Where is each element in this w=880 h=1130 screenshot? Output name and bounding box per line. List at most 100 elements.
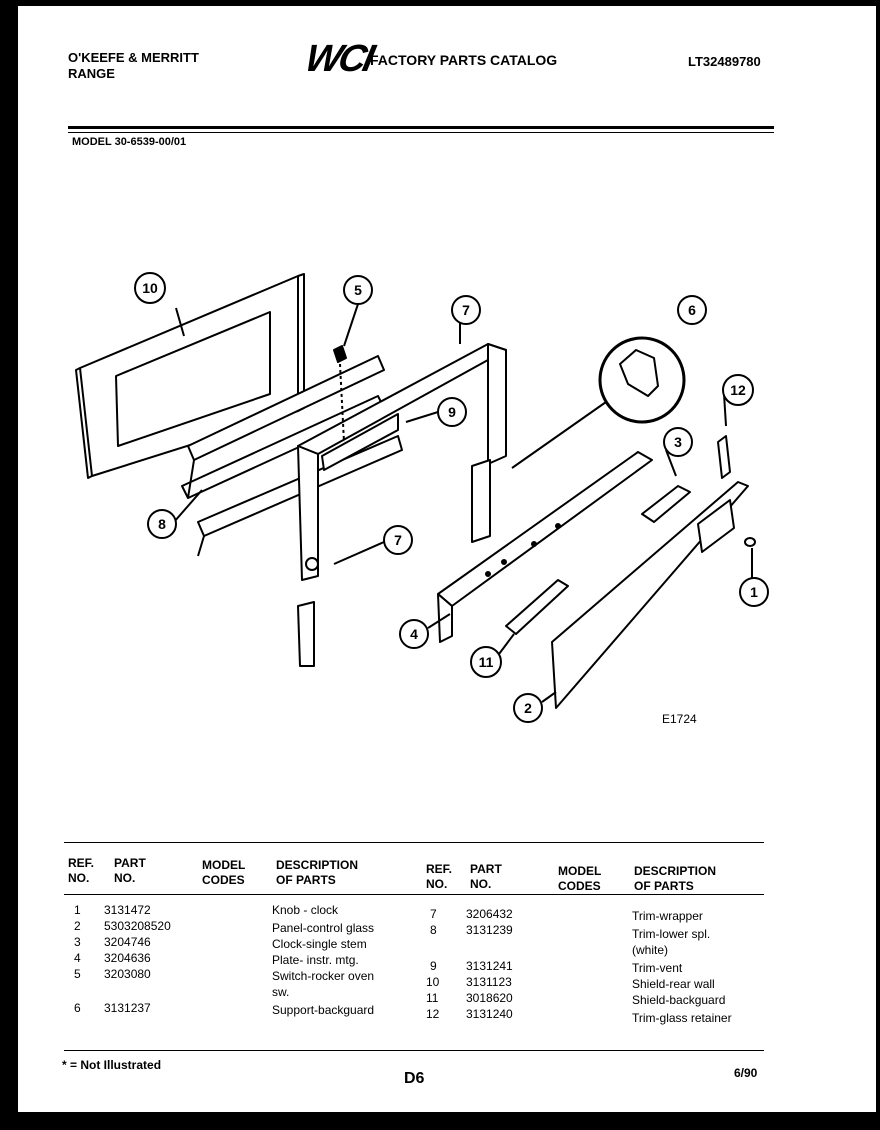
- brand-name: O'KEEFE & MERRITT: [68, 50, 199, 65]
- table-rule-bottom: [64, 1050, 764, 1051]
- part-number: 3131472: [104, 903, 151, 917]
- page-number: D6: [404, 1070, 425, 1087]
- part-trim-wrapper: [297, 343, 507, 667]
- callout-circle: 5: [343, 275, 373, 305]
- table-row: 5: [74, 967, 81, 981]
- table-row: 4: [74, 951, 81, 965]
- table-row: 3: [74, 935, 81, 949]
- part-description: Knob - clock: [272, 903, 339, 917]
- part-description: Trim-glass retainer: [632, 1011, 732, 1025]
- callout-label: 11: [479, 654, 494, 670]
- table-rule-header: [64, 894, 764, 895]
- callout-label: 7: [462, 302, 470, 318]
- part-number: 3018620: [466, 991, 513, 1005]
- exploded-parts-diagram: 10 5 7 6 9 12 3 8 7 1 4 11 2: [75, 272, 769, 723]
- table-row: 12: [426, 1007, 440, 1021]
- callout-label: 10: [142, 280, 158, 296]
- part-shield-backguard: [505, 579, 569, 635]
- page-border-right: [876, 0, 880, 1130]
- callout-circle: 9: [437, 397, 467, 427]
- callout-label: 6: [688, 302, 696, 318]
- page-border-left: [0, 0, 18, 1130]
- part-knob-clock: [744, 537, 756, 547]
- header-rule-thin: [68, 132, 774, 133]
- part-description: Shield-backguard: [632, 993, 726, 1007]
- part-trim-glass-retainer: [717, 435, 731, 479]
- callout-label: 9: [448, 404, 456, 420]
- part-number: 3131239: [466, 923, 513, 937]
- revision-date: 6/90: [734, 1066, 758, 1080]
- table-row: 6: [74, 1001, 81, 1015]
- part-panel-control-glass: [551, 481, 749, 709]
- table-row: 8: [430, 923, 437, 937]
- table-row: 7: [430, 907, 437, 921]
- callout-circle: 2: [513, 693, 543, 723]
- product-type: RANGE: [68, 66, 115, 81]
- part-number: 3131241: [466, 959, 513, 973]
- part-description: Panel-control glass: [272, 921, 375, 935]
- part-description: Plate- instr. mtg.: [272, 953, 359, 967]
- part-number: 3131237: [104, 1001, 151, 1015]
- callout-circle: 7: [451, 295, 481, 325]
- header-rule: [68, 126, 774, 129]
- detail-circle-support: [598, 336, 686, 424]
- part-description: Trim-vent: [632, 961, 683, 975]
- table-row: 10: [426, 975, 440, 989]
- footnote: * = Not Illustrated: [62, 1058, 162, 1072]
- callout-circle: 7: [383, 525, 413, 555]
- part-number: 3204746: [104, 935, 151, 949]
- catalog-code: LT32489780: [688, 54, 761, 69]
- callout-circle: 11: [470, 646, 502, 678]
- brand-block: O'KEEFE & MERRITT RANGE: [68, 50, 199, 82]
- callout-circle: 6: [677, 295, 707, 325]
- page-border-top: [0, 0, 880, 6]
- callout-circle: 3: [663, 427, 693, 457]
- callout-label: 2: [524, 700, 532, 716]
- catalog-page: O'KEEFE & MERRITT RANGE WCI FACTORY PART…: [18, 6, 876, 1112]
- table-rule-top: [64, 842, 764, 843]
- callout-circle: 4: [399, 619, 429, 649]
- callout-circle: 8: [147, 509, 177, 539]
- part-description: Trim-lower spl.(white): [632, 927, 711, 957]
- part-description: Trim-wrapper: [632, 909, 703, 923]
- part-description: Clock-single stem: [272, 937, 367, 951]
- part-number: 3131123: [466, 975, 512, 989]
- table-row: 11: [426, 991, 439, 1005]
- callout-label: 3: [674, 434, 682, 450]
- callout-label: 7: [394, 532, 402, 548]
- header-ref-right: REF.NO.: [426, 862, 453, 891]
- callout-circle: 10: [134, 272, 166, 304]
- part-number: 5303208520: [104, 919, 171, 933]
- table-row: 1: [74, 903, 81, 917]
- callout-label: 1: [750, 584, 758, 600]
- callout-label: 12: [730, 382, 746, 398]
- part-description: Shield-rear wall: [632, 977, 715, 991]
- page-border-bottom: [0, 1112, 880, 1130]
- part-number: 3206432: [466, 907, 513, 921]
- table-row: 9: [430, 959, 437, 973]
- callout-label: 4: [410, 626, 418, 642]
- part-number: 3131240: [466, 1007, 513, 1021]
- part-switch-rocker: [333, 345, 347, 363]
- part-number: 3203080: [104, 967, 151, 981]
- callout-label: 8: [158, 516, 166, 532]
- header-ref: REF.NO.: [68, 856, 95, 885]
- callout-label: 5: [354, 282, 362, 298]
- callout-circle: 12: [722, 374, 754, 406]
- callout-group: 10 5 7 6 9 12 3 8 7 1 4 11 2: [134, 272, 769, 723]
- figure-code: E1724: [662, 712, 697, 726]
- wci-logo: WCI: [301, 38, 376, 80]
- part-trim-vent: [321, 413, 399, 471]
- callout-circle: 1: [739, 577, 769, 607]
- model-number: MODEL 30-6539-00/01: [72, 136, 187, 148]
- catalog-title: FACTORY PARTS CATALOG: [370, 52, 558, 68]
- part-description: Support-backguard: [272, 1003, 375, 1017]
- part-number: 3204636: [104, 951, 151, 965]
